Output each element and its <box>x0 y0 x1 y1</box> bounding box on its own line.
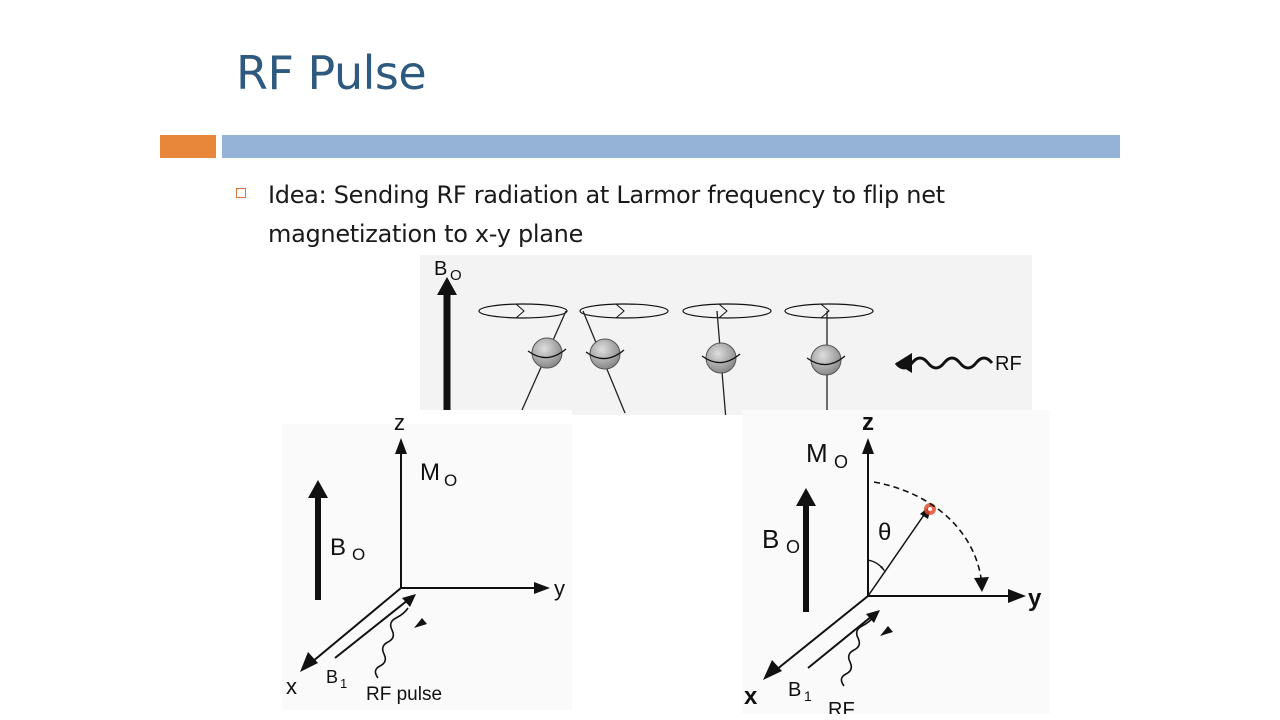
rf-wave-arrow <box>840 615 875 687</box>
y-label: y <box>1028 585 1042 612</box>
slide-title: RF Pulse <box>236 46 427 100</box>
equilibrium-axes-figure: z y x M O B O B 1 RF pulse <box>282 410 572 710</box>
x-axis <box>775 595 869 671</box>
m0-subscript: O <box>834 452 848 472</box>
title-accent-bar-orange <box>160 135 216 158</box>
b0-label: B <box>434 258 447 280</box>
m0-label: M <box>806 438 828 468</box>
b0-subscript: O <box>786 537 800 557</box>
z-label: z <box>862 410 874 436</box>
title-accent-bar-blue <box>222 135 1120 158</box>
b1-arrow <box>807 615 873 669</box>
spin-2 <box>579 303 669 414</box>
rf-pulse-label: RF pulse <box>366 684 442 705</box>
rf-label: RF <box>828 699 855 714</box>
m0-label: M <box>420 459 440 486</box>
x-axis <box>311 587 402 663</box>
b0-label: B <box>330 534 346 561</box>
b1-label: B <box>326 667 338 687</box>
tipped-magnetization-vector <box>867 511 927 597</box>
y-label: y <box>554 576 565 601</box>
bullet-text: Idea: Sending RF radiation at Larmor fre… <box>268 181 945 248</box>
spin-1 <box>478 303 568 411</box>
x-label: x <box>286 674 297 699</box>
b0-subscript: O <box>352 545 365 564</box>
rf-label: RF <box>995 353 1022 375</box>
b0-subscript: O <box>450 267 462 284</box>
spin-3 <box>682 303 772 415</box>
rf-wave-arrow <box>374 607 409 679</box>
z-label: z <box>394 410 405 435</box>
spin-precession-figure: B O RF <box>420 255 1032 415</box>
rotation-path-dashed <box>873 481 983 587</box>
spin-4 <box>784 303 874 413</box>
b0-label: B <box>762 524 779 554</box>
bullet-square-icon <box>236 188 246 198</box>
b1-subscript: 1 <box>340 676 347 691</box>
theta-label: θ <box>878 519 891 546</box>
b1-label: B <box>788 679 801 701</box>
flip-angle-axes-figure: z y x M O θ B O B 1 RF <box>742 410 1050 714</box>
x-label: x <box>744 683 758 710</box>
m0-subscript: O <box>444 471 457 490</box>
b1-subscript: 1 <box>804 688 812 704</box>
b1-arrow <box>334 599 409 659</box>
rf-wave-arrow <box>894 353 994 373</box>
